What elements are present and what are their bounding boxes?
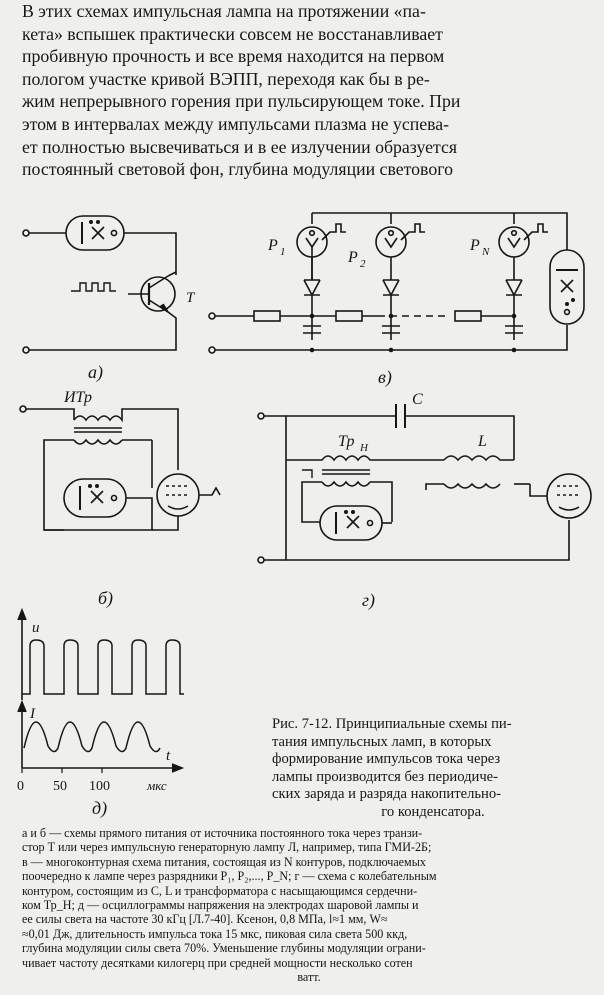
body-line: этом в интервалах между импульсами плазм… xyxy=(22,113,450,134)
panel-b-schematic: ИТр б) xyxy=(19,389,221,609)
panel-label-a: а) xyxy=(88,362,103,383)
label-P1: P xyxy=(267,237,278,254)
panel-label-v: в) xyxy=(378,367,392,388)
legend-line: ее силы света на частоте 30 кГц [Л.7-40]… xyxy=(22,912,388,927)
label-L: L xyxy=(477,433,487,450)
legend-line: стор Т или через импульсную генераторную… xyxy=(22,840,432,855)
osc-tick-50: 50 xyxy=(53,779,67,794)
legend-line: глубина модуляции силы света 70%. Уменьш… xyxy=(22,941,426,956)
panel-label-b: б) xyxy=(98,588,113,609)
body-line: пологом участке кривой ВЭПП, переходя ка… xyxy=(22,68,430,89)
body-line: кета» вспышек практически совсем не восс… xyxy=(22,23,443,44)
panel-label-g: г) xyxy=(362,590,375,611)
legend-line: в — многоконтурная схема питания, состоя… xyxy=(22,854,426,869)
panel-a-schematic: T а) xyxy=(22,215,196,383)
label-TrN-sub: Н xyxy=(359,442,369,454)
label-P1-sub: 1 xyxy=(280,246,286,258)
generator-tube-g xyxy=(546,473,592,519)
osc-t-label: t xyxy=(166,748,171,764)
legend-line: ватт. xyxy=(297,970,321,985)
caption-line: лампы производится без периодиче- xyxy=(272,768,499,785)
caption-line: го конденсатора. xyxy=(381,803,485,820)
panel-label-d: д) xyxy=(92,798,107,819)
label-ITr: ИТр xyxy=(63,389,92,406)
osc-unit-label: мкс xyxy=(146,778,167,793)
label-T: T xyxy=(186,290,196,306)
body-line: жим непрерывного горения при пульсирующе… xyxy=(22,91,461,112)
label-C: C xyxy=(412,391,423,408)
label-TrN: Тр xyxy=(338,433,355,450)
label-PN: P xyxy=(469,237,480,254)
caption-line: тания импульсных ламп, в которых xyxy=(272,733,492,750)
panel-d-oscillogram: u I t 0 50 100 мкс д) xyxy=(17,607,185,819)
caption-line: формирование импульсов тока через xyxy=(272,751,501,768)
body-line: В этих схемах импульсная лампа на протяж… xyxy=(22,1,426,21)
legend-line: контуром, состоящим из C, L и трансформа… xyxy=(22,883,418,898)
osc-tick-100: 100 xyxy=(89,779,110,794)
label-P2: P xyxy=(347,249,358,266)
legend-line: ком Тр_Н; д — осциллограммы напряжения н… xyxy=(22,898,419,913)
legend-line: а и б — схемы прямого питания от источни… xyxy=(22,826,423,840)
body-line: ет полностью высвечиваться и в ее излуче… xyxy=(22,136,458,157)
lamp-v xyxy=(549,249,585,325)
label-P2-sub: 2 xyxy=(360,258,366,270)
caption-line: Рис. 7-12. Принципиальные схемы пи- xyxy=(272,716,512,732)
legend-line: ≈0,01 Дж, длительность импульса тока 15 … xyxy=(22,926,408,941)
body-line: постоянный световой фон, глубина модуляц… xyxy=(22,159,453,180)
legend-line: поочередно к лампе через разрядники P₁, … xyxy=(22,869,437,884)
panel-v-schematic: P 1 P 2 P N в) xyxy=(208,212,585,388)
body-paragraph: В этих схемах импульсная лампа на протяж… xyxy=(22,0,588,181)
caption-line: ских заряда и разряда накопительно- xyxy=(272,786,501,803)
osc-current-trace xyxy=(23,721,161,753)
osc-tick-0: 0 xyxy=(17,779,24,794)
legend-line: чивает частоту десятками килогерц при ср… xyxy=(22,955,413,970)
body-line: пробивную прочность и все время находитс… xyxy=(22,46,445,67)
label-PN-sub: N xyxy=(481,246,490,258)
osc-u-label: u xyxy=(32,620,40,636)
panel-g-schematic: C Тр Н L г) xyxy=(257,391,592,611)
figure-caption: Рис. 7-12. Принципиальные схемы пи- тани… xyxy=(272,716,594,822)
osc-voltage-trace xyxy=(22,639,184,695)
osc-i-label: I xyxy=(29,706,36,722)
figure-legend: а и б — схемы прямого питания от источни… xyxy=(22,826,596,984)
